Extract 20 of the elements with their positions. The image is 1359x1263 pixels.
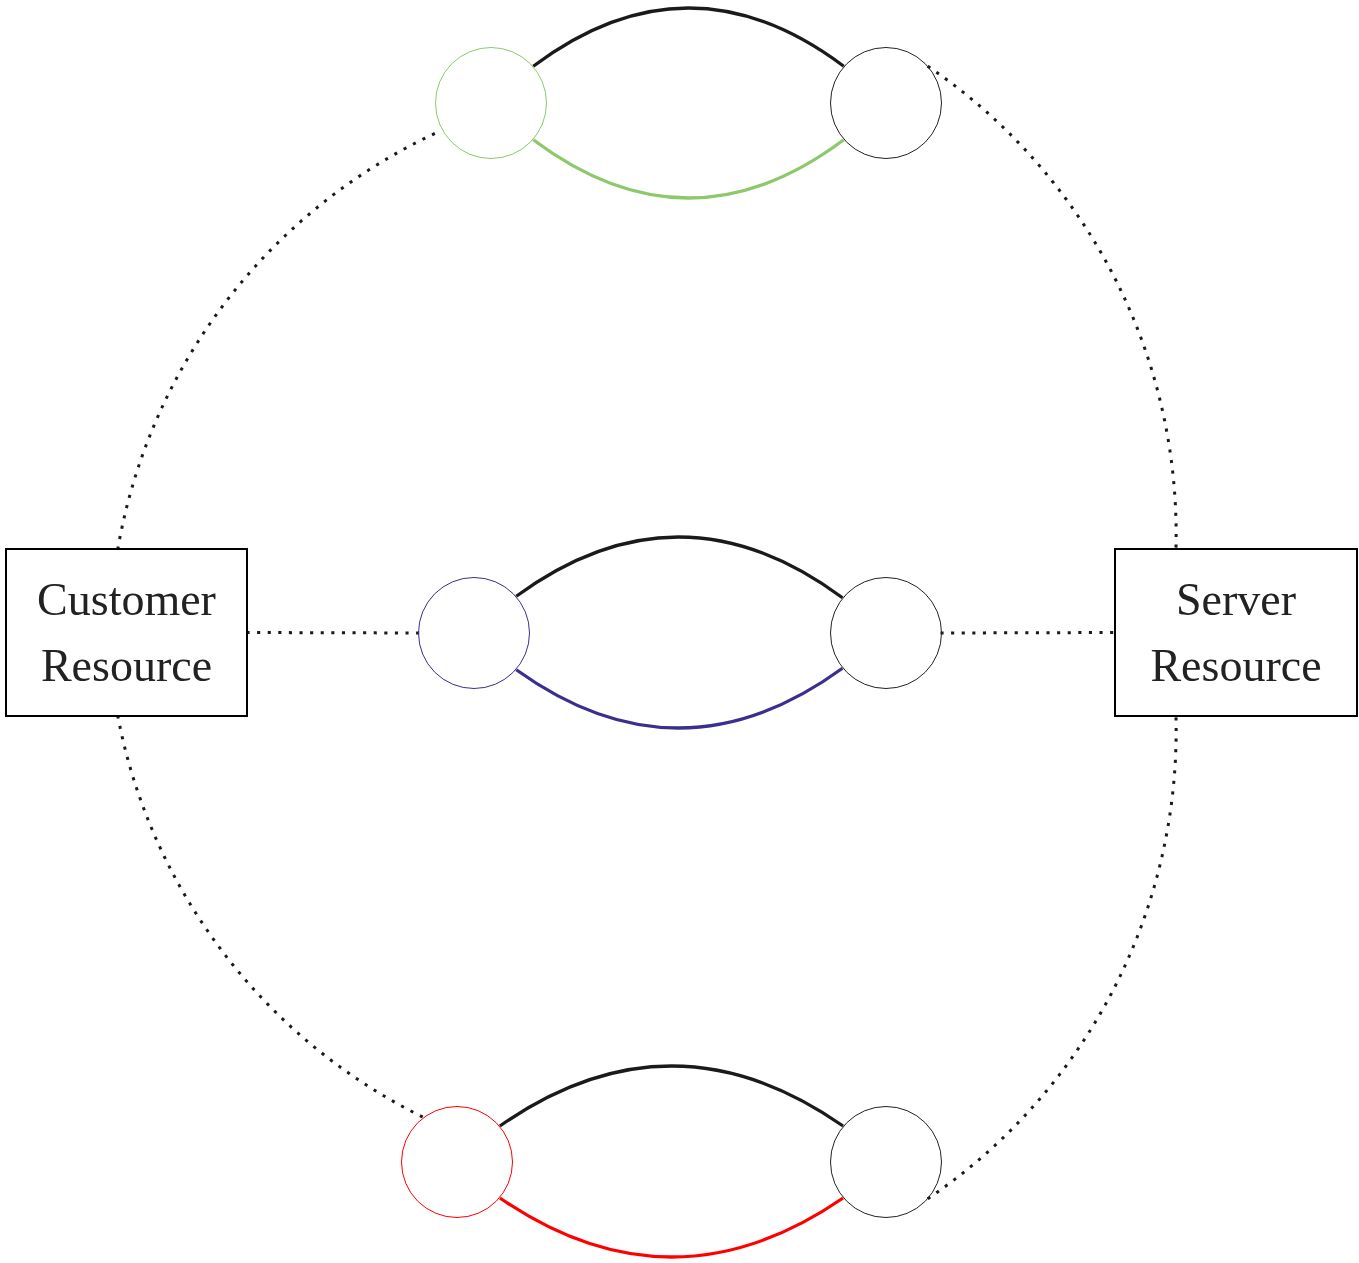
curved-connector (515, 666, 844, 730)
dotted-connector (116, 715, 425, 1119)
dotted-connector (940, 631, 1116, 635)
curved-connector (499, 1064, 844, 1128)
curved-connector (515, 535, 844, 600)
circle-node (830, 47, 942, 159)
resource-box (1114, 548, 1358, 717)
curved-connector (499, 1196, 844, 1259)
circle-node (418, 577, 530, 689)
box-label: Customer Resource (36, 572, 217, 693)
circle-node (435, 47, 547, 159)
dotted-connector (927, 65, 1178, 550)
dotted-connector (927, 715, 1178, 1200)
curved-connector (532, 138, 845, 200)
box-label: Server Resource (1149, 572, 1323, 693)
circle-node (401, 1106, 513, 1218)
curved-connector (532, 6, 845, 68)
circle-node (830, 1106, 942, 1218)
resource-box (5, 548, 248, 717)
circle-node (830, 577, 942, 689)
